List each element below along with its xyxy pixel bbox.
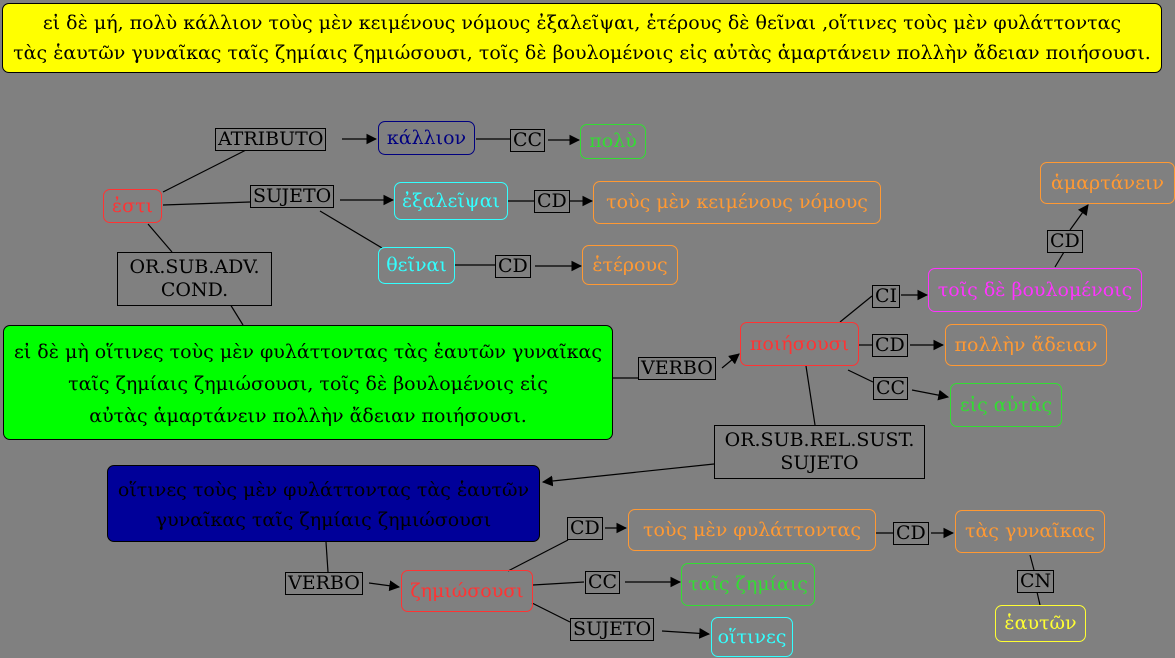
- label-sujeto-esti: SUJETO: [250, 185, 335, 208]
- link-poiesousi-cc: [847, 369, 874, 383]
- link-zemiosousi-sujeto: [531, 602, 571, 623]
- arrow-sujeto-hoitines: [661, 627, 711, 639]
- clause-green-line-1: εἰ δὲ μὴ οἵτινες τοὺς μὲν φυλάττοντας τὰ…: [13, 341, 603, 363]
- clause-green-line-2: ταῖς ζημίαις ζημιώσουσι, τοῖς δὲ βουλομέ…: [68, 373, 548, 395]
- node-heterous: ἑτέρους: [582, 245, 678, 285]
- clause-green-line-3: αὐτὰς ἁμαρτάνειν πολλὴν ἄδειαν ποιήσουσι…: [89, 405, 527, 427]
- label-verbo-green: VERBO: [638, 357, 716, 380]
- link-cn-heauton: [1036, 591, 1041, 606]
- label-cd-zemiosousi: CD: [567, 517, 603, 540]
- link-tois-cd: [1054, 251, 1065, 268]
- node-kallion: κάλλιον: [378, 121, 475, 155]
- node-hamartanein: ἁμαρτάνειν: [1040, 162, 1175, 204]
- node-pollen-adeian: πολλὴν ἄδειαν: [945, 324, 1107, 366]
- clause-box-relative: οἵτινες τοὺς μὲν φυλάττοντας τὰς ἑαυτῶν …: [107, 465, 540, 542]
- node-heauton: ἑαυτῶν: [995, 605, 1086, 642]
- node-hoitines: οἵτινες: [711, 617, 793, 657]
- link-zemiosousi-cd: [507, 539, 569, 572]
- link-sujeto-theinai: [319, 210, 383, 249]
- node-tous-phylattontas: τοὺς μὲν φυλάττοντας: [628, 509, 876, 551]
- label-cd-gynaikas: CD: [893, 522, 929, 545]
- label-cd-exaleipsai: CD: [534, 190, 570, 213]
- label-cc-kallion: CC: [510, 129, 546, 152]
- arrow-verbo-poiesousi: [721, 353, 740, 369]
- sentence-line-2: τὰς ἑαυτῶν γυναῖκας ταῖς ζημίαις ζημιώσο…: [13, 42, 1151, 64]
- link-poiesousi-ci: [839, 295, 873, 323]
- link-esti-sujeto: [162, 201, 251, 206]
- arrow-orsubrel-navy: [541, 463, 715, 487]
- node-tas-gynaikas: τὰς γυναῖκας: [955, 510, 1105, 553]
- sentence-box: εἰ δὲ μή, πολὺ κάλλιον τοὺς μὲν κειμένου…: [2, 3, 1162, 73]
- label-cc-poiesousi: CC: [873, 377, 909, 400]
- label-cd-hamartanein: CD: [1047, 230, 1083, 253]
- clause-navy-line-1: οἵτινες τοὺς μὲν φυλάττοντας τὰς ἑαυτῶν: [117, 479, 530, 501]
- clause-box-conditional: εἰ δὲ μὴ οἵτινες τοὺς μὲν φυλάττοντας τὰ…: [3, 325, 613, 440]
- node-theinai: θεῖναι: [378, 247, 455, 284]
- arrow-cc-eisautas: [911, 389, 950, 401]
- node-tois-boulomenois: τοῖς δὲ βουλομένοις: [928, 268, 1142, 312]
- node-eis-autas: εἰς αὐτὰς: [950, 383, 1062, 427]
- node-poly: πολὺ: [580, 124, 646, 159]
- node-esti: ἐστι: [103, 189, 162, 223]
- label-cn-heauton: CN: [1017, 570, 1055, 593]
- arrow-verbo-zemiosousi: [368, 580, 401, 592]
- clause-navy-line-2: γυναῖκας ταῖς ζημίαις ζημιώσουσι: [155, 509, 492, 531]
- label-atributo: ATRIBUTO: [215, 128, 327, 151]
- label-or-sub-rel-line-2: SUJETO: [780, 452, 859, 475]
- node-poiesousi: ποιήσουσι: [740, 322, 859, 366]
- label-or-sub-adv-cond: OR.SUB.ADV. COND.: [117, 252, 272, 307]
- link-zemiosousi-cc: [532, 581, 585, 586]
- label-or-sub-adv-line-2: COND.: [160, 279, 229, 302]
- link-esti-orsubadv: [147, 223, 173, 253]
- link-orsubadv-green: [229, 303, 244, 326]
- node-tous-nomous: τοὺς μὲν κειμένους νόμους: [593, 181, 881, 224]
- label-or-sub-adv-line-1: OR.SUB.ADV.: [129, 256, 260, 278]
- node-zemiosousi: ζημιώσουσι: [401, 570, 533, 612]
- label-or-sub-rel-line-1: OR.SUB.REL.SUST.: [724, 429, 915, 451]
- label-or-sub-rel-sust-sujeto: OR.SUB.REL.SUST. SUJETO: [714, 425, 925, 480]
- label-sujeto-zemiosousi: SUJETO: [570, 618, 655, 641]
- sentence-line-1: εἰ δὲ μή, πολὺ κάλλιον τοὺς μὲν κειμένου…: [42, 12, 1122, 34]
- link-esti-atributo: [162, 148, 249, 193]
- label-cd-poiesousi: CD: [872, 334, 908, 357]
- label-verbo-navy: VERBO: [285, 572, 363, 595]
- label-cd-theinai: CD: [495, 255, 531, 278]
- label-cc-zemiosousi: CC: [585, 571, 621, 594]
- node-exaleipsai: ἐξαλεῖψαι: [394, 182, 508, 220]
- link-gynaikas-cn: [1029, 554, 1035, 571]
- link-poiesousi-orsubrel: [805, 365, 816, 426]
- link-navy-verbo: [325, 541, 329, 573]
- label-ci-poiesousi: CI: [872, 285, 901, 308]
- node-tais-zemiais: ταῖς ζημίαις: [681, 563, 815, 606]
- arrow-cd-hamartanein: [1069, 204, 1089, 231]
